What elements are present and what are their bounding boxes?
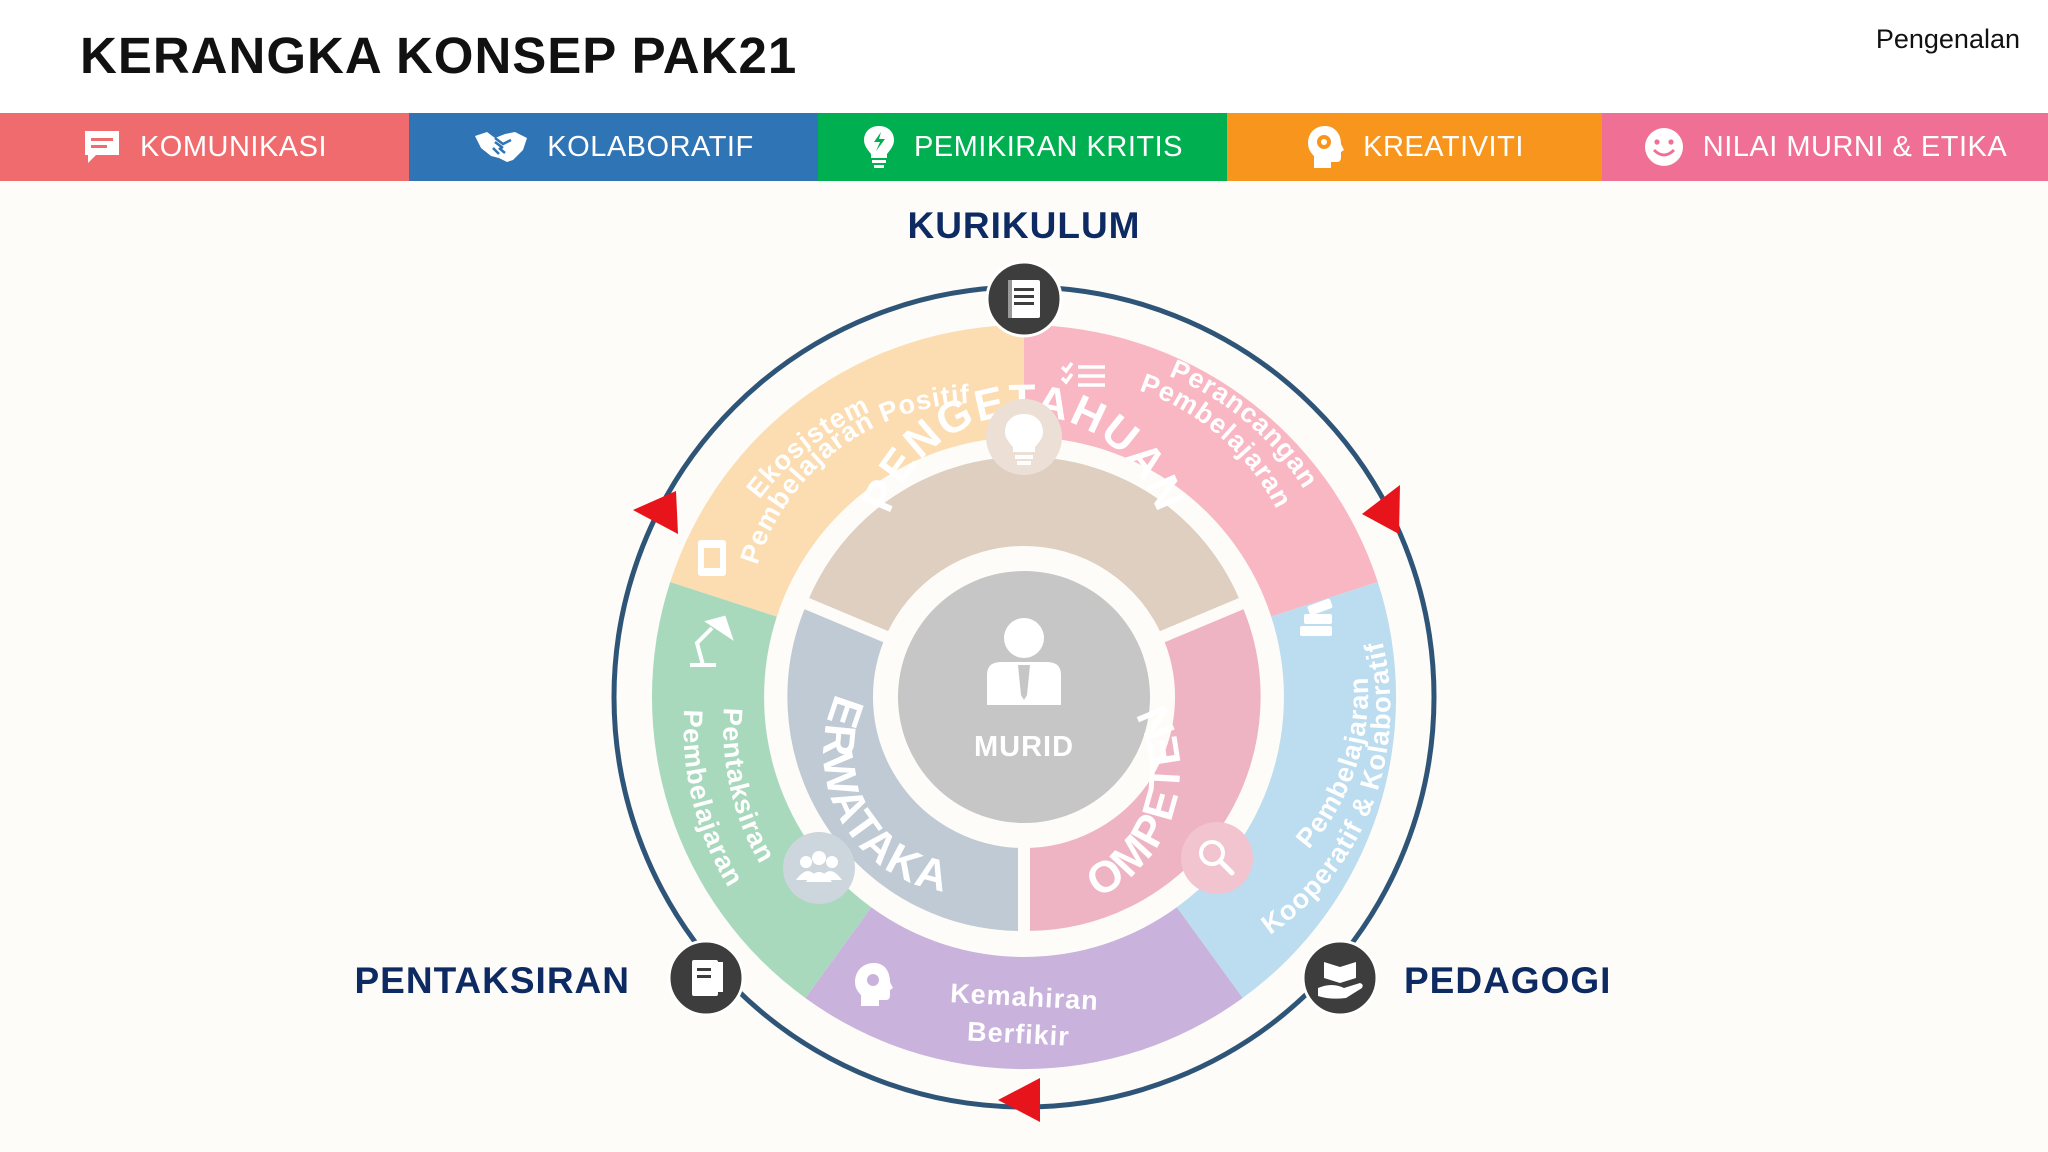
node-pentaksiran <box>667 939 745 1017</box>
speech-bubble-icon <box>84 131 119 163</box>
arrow-bottom <box>998 1078 1040 1122</box>
books-icon <box>1300 598 1333 636</box>
center-label: MURID <box>974 731 1074 763</box>
outer-ring <box>651 324 1397 1070</box>
segment-ekosistem-pembelajaran-positif <box>670 325 1024 617</box>
pillar-pedagogi: PEDAGOGI <box>1404 960 1611 1001</box>
section-label: Pengenalan <box>1875 24 2020 54</box>
outer-label-kemahiran-2: Berfikir <box>966 1016 1070 1051</box>
handshake-icon <box>475 132 528 162</box>
arrow-top-left <box>633 491 678 534</box>
group-icon <box>783 832 855 904</box>
pillar-labels: KURIKULUM PEDAGOGI PENTAKSIRAN <box>355 205 1611 1001</box>
segment-pembelajaran-kooperatif-kolaboratif <box>1176 582 1397 998</box>
skill-label: KOLABORATIF <box>547 130 754 163</box>
lightbulb-icon <box>986 399 1062 475</box>
header: KERANGKA KONSEP PAK21 Pengenalan <box>0 0 2048 113</box>
node-kurikulum <box>985 260 1063 338</box>
pillar-nodes <box>667 260 1379 1017</box>
segment-kemahiran-berfikir <box>805 907 1243 1070</box>
skill-kreativiti: KREATIVITI <box>1227 113 1602 181</box>
skill-komunikasi: KOMUNIKASI <box>0 113 409 181</box>
ring-icons <box>690 361 1333 1006</box>
pillar-pentaksiran: PENTAKSIRAN <box>355 960 631 1001</box>
page-title: KERANGKA KONSEP PAK21 <box>80 27 798 84</box>
lightbulb-icon <box>863 126 894 168</box>
skill-label: NILAI MURNI & ETIKA <box>1702 130 2008 163</box>
skill-kolaboratif: KOLABORATIF <box>409 113 818 181</box>
hand-book-icon <box>1318 962 1363 999</box>
skill-label: KREATIVITI <box>1363 130 1524 163</box>
segment-perancangan-pembelajaran <box>1024 324 1378 617</box>
checklist-icon <box>1060 361 1105 387</box>
skill-label: PEMIKIRAN KRITIS <box>913 130 1184 163</box>
cycle-arrows <box>633 485 1400 1122</box>
skill-pemikiran-kritis: PEMIKIRAN KRITIS <box>818 113 1227 181</box>
magnifier-icon <box>1181 822 1253 894</box>
student-icon <box>987 618 1061 705</box>
skills-bar: KOMUNIKASI KOLABORATIF PEMIKIRAN KRITIS … <box>0 113 2048 181</box>
notebook-icon <box>692 960 723 996</box>
head-gear-icon <box>1308 126 1345 168</box>
pak21-framework-diagram: MURID PENGETAHUAN KOMPETENSI PERWATAKAN … <box>0 181 1611 1122</box>
desk-lamp-icon <box>690 615 734 667</box>
node-pedagogi <box>1301 939 1379 1017</box>
segment-pengetahuan <box>793 444 1255 647</box>
skill-nilai-murni-etika: NILAI MURNI & ETIKA <box>1602 113 2048 181</box>
skill-label: KOMUNIKASI <box>139 130 328 163</box>
tablet-icon <box>698 540 726 576</box>
pillar-kurikulum: KURIKULUM <box>907 205 1140 246</box>
book-icon <box>1008 280 1040 318</box>
arrow-top-right <box>1362 485 1400 534</box>
head-gear-icon <box>855 963 893 1006</box>
smiley-icon <box>1644 128 1683 166</box>
